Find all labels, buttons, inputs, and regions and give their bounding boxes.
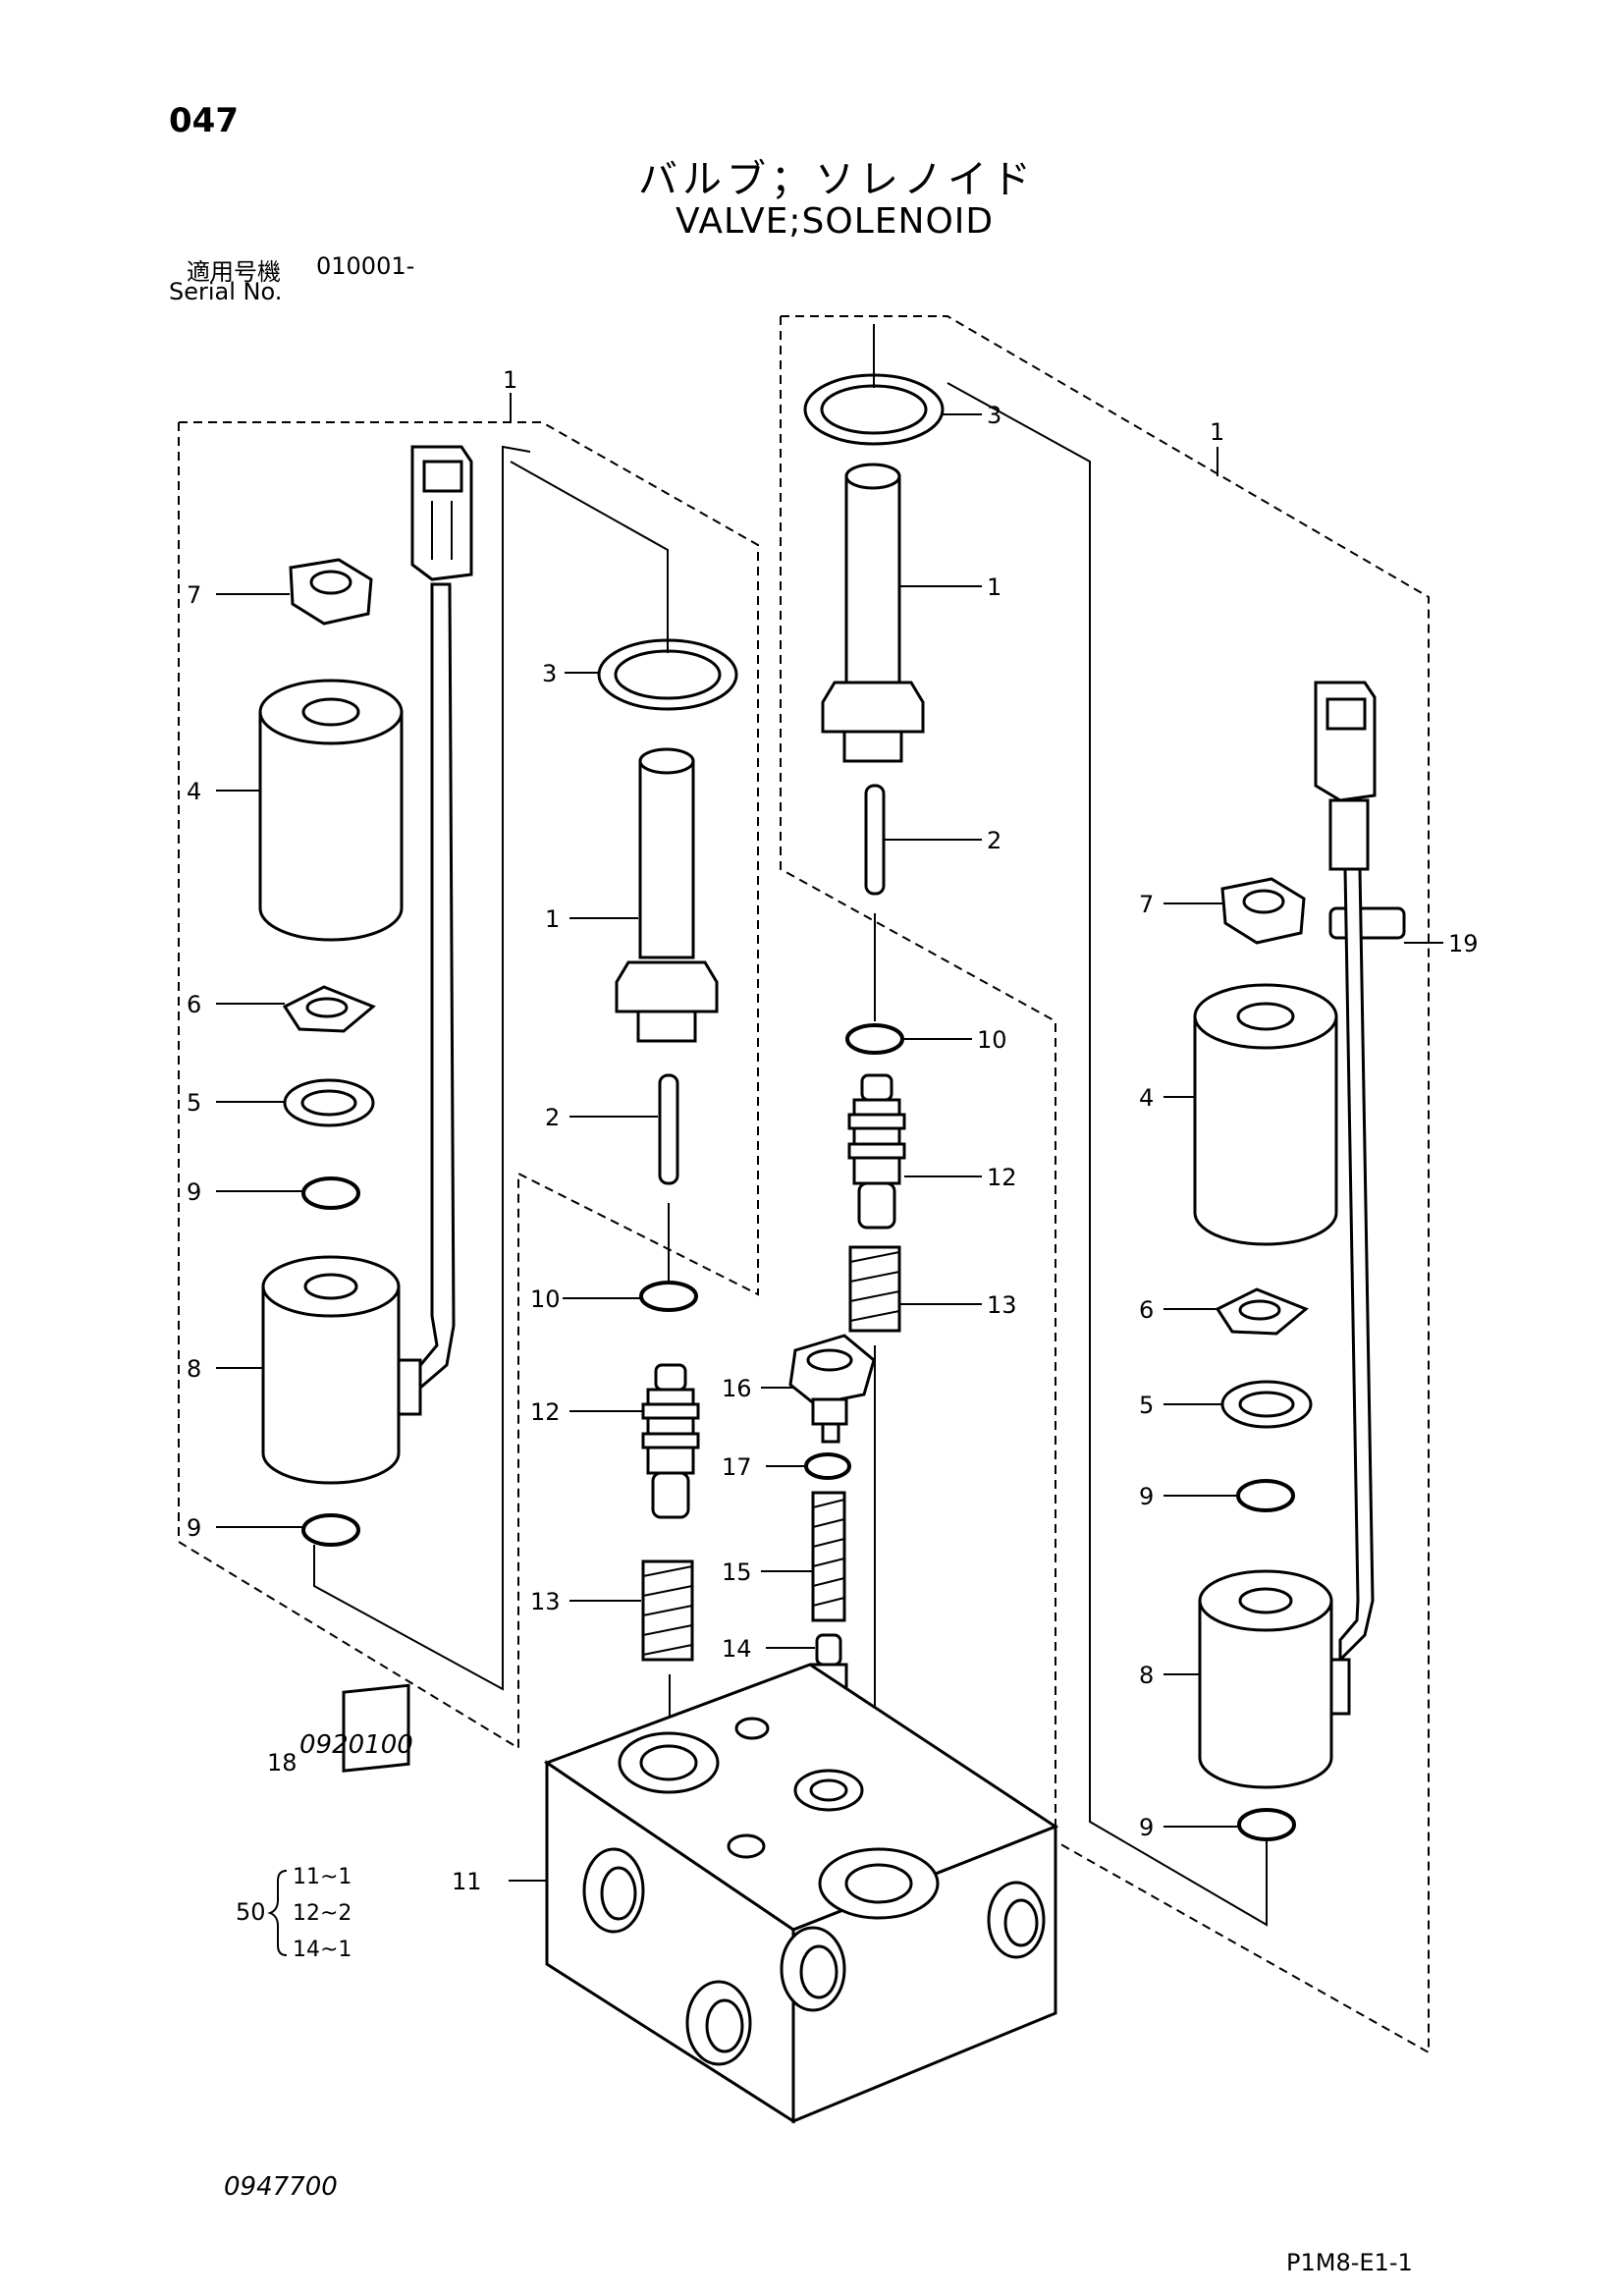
callout-9-right-upper: 9: [1139, 1483, 1154, 1510]
callout-3-right: 3: [987, 402, 1001, 429]
o-ring-part-9-left-lower: [301, 1513, 360, 1547]
nut-part-7-right: [1220, 877, 1306, 945]
callout-10-right: 10: [977, 1026, 1007, 1054]
drawing-number: 0947700: [224, 2172, 338, 2202]
callout-10-left: 10: [530, 1285, 561, 1313]
title-japanese: バルブ；ソレノイド: [638, 157, 1036, 202]
spool-part-12-right: [847, 1073, 906, 1230]
callout-14: 14: [722, 1635, 752, 1663]
valve-body-part-11: [543, 1663, 1059, 2124]
sleeve-part-1-right: [821, 463, 925, 763]
coil-part-4-left: [258, 679, 404, 942]
page-code: P1M8-E1-1: [1286, 2249, 1413, 2276]
callout-8-right: 8: [1139, 1662, 1154, 1689]
callout-7-left: 7: [187, 581, 201, 609]
right-assembly-boundary: [780, 315, 1430, 2054]
spring-part-13-left: [641, 1559, 694, 1662]
pin-part-2-right: [864, 784, 886, 896]
callout-4-left: 4: [187, 778, 201, 805]
callout-6-left: 6: [187, 991, 201, 1018]
nut-part-7-left: [289, 558, 373, 626]
callout-2-left: 2: [545, 1104, 560, 1131]
callout-12-left: 12: [530, 1398, 561, 1426]
kit-50-group: 50 11~1 12~2 14~1: [236, 1865, 352, 1962]
o-ring-part-10-left: [639, 1281, 698, 1312]
callout-15: 15: [722, 1558, 752, 1586]
callout-8-left: 8: [187, 1355, 201, 1383]
callout-9-left-upper: 9: [187, 1178, 201, 1206]
callout-9-right-lower: 9: [1139, 1814, 1154, 1841]
coil-part-4-right: [1193, 983, 1338, 1246]
label-plate-number: 0920100: [299, 1730, 413, 1760]
callout-leaders: [216, 413, 1443, 1882]
callout-1-left-sleeve: 1: [545, 905, 560, 933]
callout-5-right: 5: [1139, 1392, 1154, 1419]
kit-item-3: 14~1: [293, 1938, 352, 1962]
callout-2-right: 2: [987, 827, 1001, 854]
o-ring-part-9-right-upper: [1236, 1479, 1295, 1512]
callout-1-right-sleeve: 1: [987, 574, 1001, 601]
plate-part-6-left: [282, 985, 376, 1033]
spring-part-15: [811, 1491, 846, 1622]
clamp-part-19: [1328, 906, 1406, 940]
spring-part-13-right: [848, 1245, 901, 1333]
callout-13-left: 13: [530, 1588, 561, 1615]
pressure-switch-part-16: [788, 1334, 876, 1444]
kit-item-1: 11~1: [293, 1865, 352, 1889]
serial-number-value: 010001-: [316, 252, 415, 280]
wire-harness-right: [1338, 867, 1375, 1664]
callout-7-right: 7: [1139, 891, 1154, 918]
washer-part-5-left: [283, 1078, 375, 1127]
connector-left: [410, 445, 473, 581]
callout-16: 16: [722, 1375, 752, 1402]
connector-right: [1314, 681, 1377, 871]
coil-part-8-left: [261, 1255, 422, 1485]
callout-3-left: 3: [542, 660, 557, 687]
sleeve-part-1-left: [615, 747, 719, 1043]
serial-label-english: Serial No.: [169, 278, 283, 305]
wire-harness-left: [410, 582, 456, 1398]
plate-part-6-right: [1215, 1287, 1309, 1336]
callout-50: 50: [236, 1898, 266, 1926]
o-ring-part-9-left-upper: [301, 1176, 360, 1210]
callout-13-right: 13: [987, 1291, 1017, 1319]
page-number: 047: [169, 101, 239, 140]
label-plate-part-18: [342, 1683, 410, 1773]
seal-ring-part-3-right: [803, 373, 945, 446]
callout-9-left-lower: 9: [187, 1514, 201, 1542]
left-assembly-boundary: [178, 421, 759, 1750]
callout-5-left: 5: [187, 1089, 201, 1117]
callout-17: 17: [722, 1453, 752, 1481]
coil-part-8-right: [1198, 1569, 1351, 1789]
washer-part-5-right: [1220, 1380, 1313, 1429]
o-ring-part-9-right-lower: [1237, 1808, 1296, 1841]
callout-12-right: 12: [987, 1164, 1017, 1191]
serial-label-japanese: 適用号機: [187, 258, 281, 286]
pin-part-2-left: [658, 1073, 679, 1185]
callout-6-right: 6: [1139, 1296, 1154, 1324]
callout-1-right-assembly: 1: [1210, 418, 1224, 446]
o-ring-part-17: [804, 1452, 851, 1480]
callout-11: 11: [452, 1868, 482, 1895]
callout-4-right: 4: [1139, 1084, 1154, 1112]
seal-ring-part-3-left: [597, 638, 738, 711]
spool-part-12-left: [641, 1363, 700, 1519]
callout-1-left-assembly: 1: [503, 366, 517, 394]
o-ring-part-10-right: [845, 1023, 904, 1055]
callout-18: 18: [267, 1749, 298, 1777]
title-english: VALVE;SOLENOID: [676, 201, 995, 242]
kit-item-2: 12~2: [293, 1901, 352, 1926]
callout-19: 19: [1448, 930, 1479, 957]
